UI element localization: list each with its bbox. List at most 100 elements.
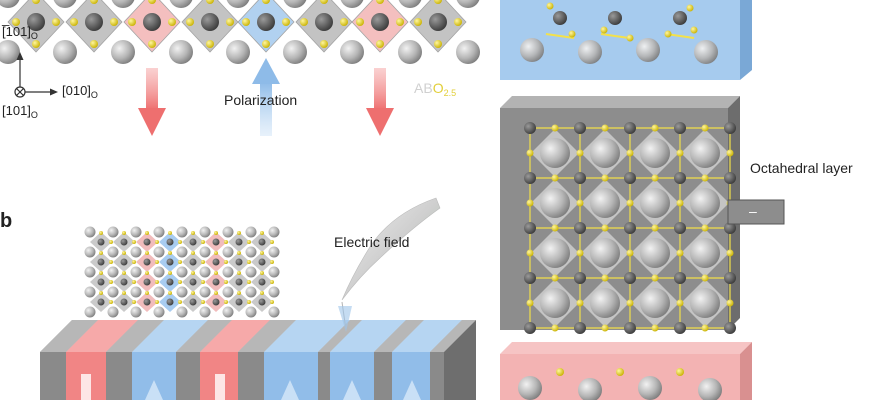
oxygen-atom [568, 30, 576, 38]
a-site-atom [111, 40, 135, 64]
a-site-atom [690, 238, 720, 268]
b-site-atom [212, 298, 220, 306]
oxygen-atom [242, 18, 250, 26]
oxygen-atom [247, 280, 251, 284]
oxygen-atom [237, 291, 241, 295]
b-site-atom [258, 258, 266, 266]
b-site-atom [724, 322, 736, 334]
down-arrow-right [366, 68, 394, 136]
domain-stripe-top [176, 320, 232, 352]
octahedral-layer-label: Octahedral layer [750, 160, 853, 176]
a-site-atom [245, 226, 257, 238]
b-site-atom [120, 298, 128, 306]
a-site-atom [0, 40, 20, 64]
b-site-atom [143, 298, 151, 306]
oxygen-atom [260, 291, 264, 295]
oxygen-atom [551, 324, 559, 332]
oxygen-atom [676, 249, 684, 257]
oxygen-atom [90, 0, 98, 4]
domain-stripe [40, 352, 66, 400]
oxygen-atom [626, 149, 634, 157]
blue-layer-slab [500, 0, 752, 80]
b-site-atom [143, 13, 161, 31]
a-site-atom [456, 0, 480, 8]
b-site-atom [574, 172, 586, 184]
a-site-atom [698, 378, 722, 400]
b-site-atom [608, 11, 622, 25]
b-site-atom [235, 298, 243, 306]
b-site-atom [258, 298, 266, 306]
b-site-atom [724, 122, 736, 134]
a-site-atom [176, 286, 188, 298]
oxygen-atom [168, 18, 176, 26]
oxygen-atom [270, 240, 274, 244]
oxygen-atom [282, 18, 290, 26]
b-site-atom [166, 278, 174, 286]
a-site-atom [590, 288, 620, 318]
a-site-atom [690, 188, 720, 218]
oxygen-atom [122, 251, 126, 255]
a-site-atom [398, 40, 422, 64]
oxygen-atom [600, 26, 608, 34]
a-site-atom [199, 286, 211, 298]
up-marker [281, 380, 299, 400]
oxygen-atom [260, 251, 264, 255]
a-site-atom [245, 286, 257, 298]
b-site-atom [674, 272, 686, 284]
oxygen-atom [601, 274, 609, 282]
a-site-atom [153, 246, 165, 258]
a-site-atom [540, 188, 570, 218]
oxygen-atom [90, 40, 98, 48]
b-site-atom [166, 258, 174, 266]
oxygen-atom [148, 40, 156, 48]
domain-stripe-top [66, 320, 138, 352]
b-site-atom [97, 278, 105, 286]
oxygen-atom [237, 271, 241, 275]
oxygen-atom [70, 18, 78, 26]
bond [600, 33, 630, 39]
domain-stripe-top [200, 320, 270, 352]
oxygen-atom [186, 18, 194, 26]
axis-label-right: [010]O [62, 83, 98, 100]
b-site-atom [235, 258, 243, 266]
a-site-atom [540, 238, 570, 268]
oxygen-atom [576, 149, 584, 157]
up-marker [145, 380, 163, 400]
oxygen-atom [262, 40, 270, 48]
b-site-atom [258, 238, 266, 246]
bond [545, 33, 575, 39]
domain-stripe [430, 352, 444, 400]
a-site-atom [222, 246, 234, 258]
domain-stripe-top [106, 320, 164, 352]
b-site-atom [315, 13, 333, 31]
b-site-atom [674, 172, 686, 184]
oxygen-atom [651, 324, 659, 332]
a-site-atom [107, 266, 119, 278]
a-site-atom [53, 0, 77, 8]
oxygen-atom [376, 0, 384, 4]
oxygen-atom [132, 280, 136, 284]
a-site-atom [199, 226, 211, 238]
oxygen-atom [122, 291, 126, 295]
b-site-atom [212, 258, 220, 266]
a-site-atom [130, 286, 142, 298]
a-site-atom [107, 246, 119, 258]
b-site-atom [524, 172, 536, 184]
a-site-atom [107, 286, 119, 298]
a-site-atom [268, 286, 280, 298]
domain-stripe [176, 352, 200, 400]
oxygen-atom [155, 300, 159, 304]
b-site-atom [97, 258, 105, 266]
oxygen-atom [414, 18, 422, 26]
b-site-atom [674, 222, 686, 234]
domain-stripe-top [392, 320, 462, 352]
oxygen-atom [201, 300, 205, 304]
polarization-label: Polarization [224, 92, 298, 108]
domain-stripe-top [264, 320, 350, 352]
oxygen-atom [726, 299, 734, 307]
a-site-atom [640, 188, 670, 218]
up-marker [343, 380, 361, 400]
oxygen-atom [168, 251, 172, 255]
oxygen-atom [145, 291, 149, 295]
